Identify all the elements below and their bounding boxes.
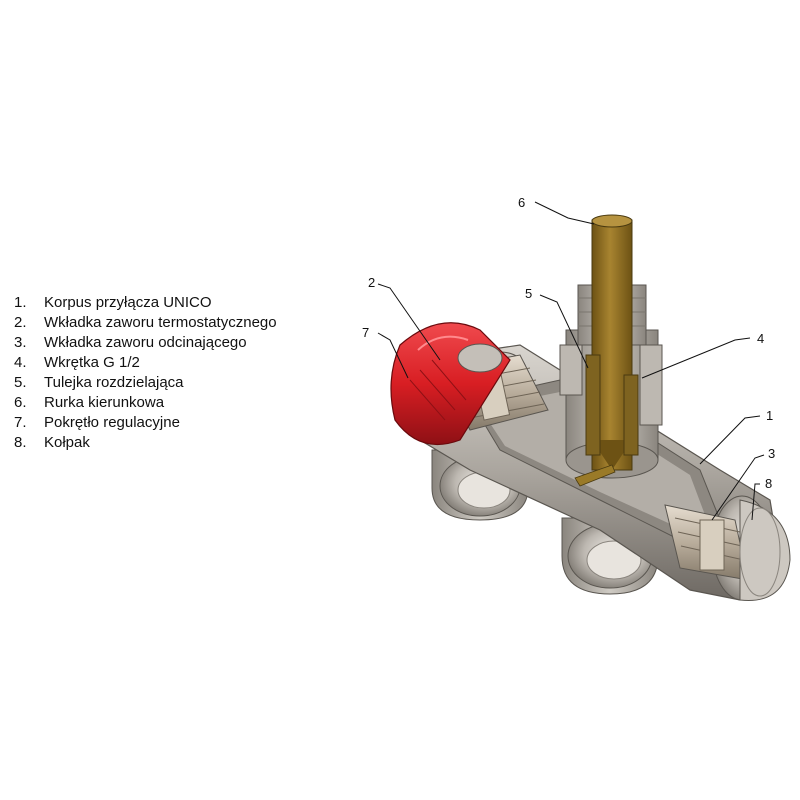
distribution-sleeve <box>585 354 639 456</box>
legend-number: 5. <box>14 374 27 391</box>
legend-label: Tulejka rozdzielająca <box>44 374 184 391</box>
legend-item: 1. Korpus przyłącza UNICO <box>14 293 277 313</box>
callout-2: 2 <box>368 275 375 290</box>
legend-label: Wkładka zaworu termostatycznego <box>44 314 277 331</box>
callout-5: 5 <box>525 286 532 301</box>
legend-label: Wkładka zaworu odcinającego <box>44 334 247 351</box>
legend-item: 7. Pokrętło regulacyjne <box>14 413 277 433</box>
parts-legend: 1. Korpus przyłącza UNICO 2. Wkładka zawor… <box>14 293 277 453</box>
legend-item: 5. Tulejka rozdzielająca <box>14 373 277 393</box>
legend-label: Rurka kierunkowa <box>44 394 165 411</box>
legend-number: 1. <box>14 294 27 311</box>
callout-4: 4 <box>757 331 764 346</box>
cap <box>739 499 791 601</box>
shutoff-insert <box>664 504 749 581</box>
tube-outlet <box>574 464 616 487</box>
legend-number: 4. <box>14 354 27 371</box>
legend-number: 2. <box>14 314 27 331</box>
callout-3: 3 <box>768 446 775 461</box>
legend-item: 3. Wkładka zaworu odcinającego <box>14 333 277 353</box>
legend-item: 2. Wkładka zaworu termostatycznego <box>14 313 277 333</box>
legend-number: 3. <box>14 334 27 351</box>
legend-item: 4. Wkrętka G 1/2 <box>14 353 277 373</box>
callout-8: 8 <box>765 476 772 491</box>
legend-item: 8. Kołpak <box>14 433 277 453</box>
legend-number: 6. <box>14 394 27 411</box>
legend-label: Kołpak <box>44 434 90 451</box>
legend-item: 6. Rurka kierunkowa <box>14 393 277 413</box>
legend-number: 7. <box>14 414 27 431</box>
legend-label: Korpus przyłącza UNICO <box>44 294 212 311</box>
leader-lines <box>377 201 765 521</box>
legend-number: 8. <box>14 434 27 451</box>
regulating-knob <box>390 322 511 446</box>
callout-7: 7 <box>362 325 369 340</box>
callout-1: 1 <box>766 408 773 423</box>
legend-label: Wkrętka G 1/2 <box>44 354 140 371</box>
callout-6: 6 <box>518 195 525 210</box>
legend-label: Pokrętło regulacyjne <box>44 414 180 431</box>
